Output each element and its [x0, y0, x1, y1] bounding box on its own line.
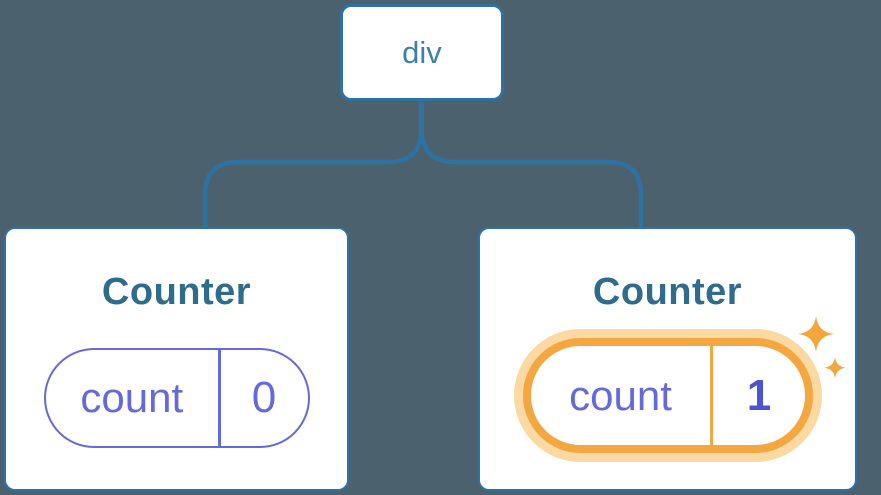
- component-title: Counter: [592, 271, 743, 313]
- counter-card-left: Counter count 0: [4, 227, 349, 491]
- state-value: 0: [251, 373, 277, 422]
- connector-left-branch: [202, 100, 424, 228]
- state-key-label: count: [569, 371, 672, 419]
- sparkle-small: [824, 357, 846, 379]
- pill-divider: [710, 346, 713, 445]
- counter-card-right: Counter count 1: [478, 227, 857, 491]
- state-key-label: count: [80, 374, 184, 421]
- sparkles-icon: [798, 316, 846, 379]
- root-node-label: div: [402, 34, 442, 70]
- state-pill: count 0: [43, 348, 310, 448]
- root-node: div: [340, 4, 504, 101]
- component-title: Counter: [101, 271, 252, 313]
- sparkle-large: [798, 316, 834, 352]
- connector-right-branch: [419, 100, 644, 228]
- state-pill-highlighted: count 1: [523, 338, 813, 453]
- pill-divider: [218, 350, 221, 446]
- state-value: 1: [746, 370, 772, 420]
